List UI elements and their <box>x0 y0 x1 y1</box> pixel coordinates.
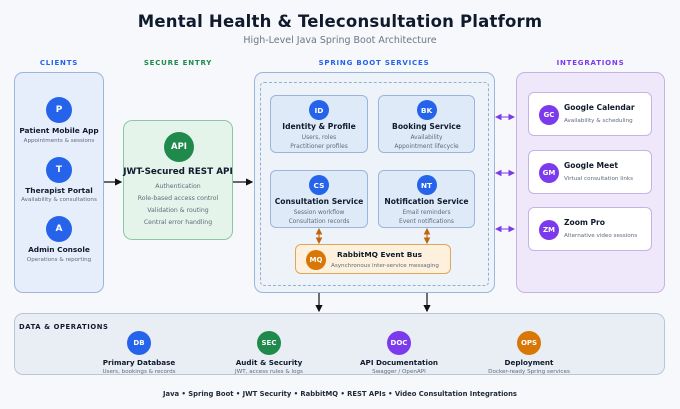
google-meet-subtitle: Virtual consultation links <box>564 176 634 182</box>
admin-console-title: Admin Console <box>28 245 90 254</box>
notification-service-icon: NT <box>416 175 437 195</box>
google-calendar-icon: GC <box>539 105 559 125</box>
api-documentation-title: API Documentation <box>359 358 438 367</box>
column-heading-secure-entry: SECURE ENTRY <box>143 59 213 67</box>
therapist-portal-title: Therapist Portal <box>25 186 93 195</box>
gateway-panel: API JWT-Secured REST API Authentication … <box>123 120 233 240</box>
gateway-line-errors: Central error handling <box>143 219 213 226</box>
event-bus-subtitle: Asynchronous inter-service messaging <box>331 263 439 269</box>
google-meet-title: Google Meet <box>564 161 618 170</box>
gateway-title: JWT-Secured REST API <box>123 167 233 177</box>
page-subtitle: High-Level Java Spring Boot Architecture <box>243 35 437 46</box>
audit-security-subtitle: JWT, access rules & logs <box>235 369 303 375</box>
admin-console-icon: A <box>46 216 72 242</box>
zoom-pro-card: ZM Zoom Pro Alternative video sessions <box>528 207 652 251</box>
therapist-portal-subtitle: Availability & consultations <box>21 197 97 203</box>
gateway-line-rbac: Role-based access control <box>137 195 219 202</box>
data-operations-panel: DATA & OPERATIONS DB Primary Database Us… <box>14 313 665 375</box>
page-title: Mental Health & Teleconsultation Platfor… <box>137 12 543 31</box>
deployment-title: Deployment <box>504 358 554 367</box>
admin-console-subtitle: Operations & reporting <box>26 257 92 263</box>
google-calendar-title: Google Calendar <box>564 103 635 112</box>
operations-icon: OPS <box>517 331 541 355</box>
api-gateway-icon: API <box>164 132 194 162</box>
zoom-pro-title: Zoom Pro <box>564 218 606 227</box>
consultation-service-card: CS Consultation Service Session workflow… <box>270 170 368 228</box>
patient-app-title: Patient Mobile App <box>19 126 99 135</box>
column-heading-services: SPRING BOOT SERVICES <box>318 59 430 67</box>
event-bus-icon: MQ <box>306 250 326 270</box>
consultation-service-line1: Session workflow <box>293 210 345 216</box>
therapist-portal-icon: T <box>46 157 72 183</box>
notification-service-line2: Event notifications <box>399 219 454 225</box>
patient-app-subtitle: Appointments & sessions <box>23 138 95 144</box>
identity-service-card: ID Identity & Profile Users, roles Pract… <box>270 95 368 153</box>
column-heading-integrations: INTEGRATIONS <box>556 59 625 67</box>
primary-database-subtitle: Users, bookings & records <box>102 369 176 375</box>
gateway-line-validation: Validation & routing <box>147 207 209 214</box>
api-documentation-subtitle: Swagger / OpenAPI <box>372 369 426 375</box>
google-meet-card: GM Google Meet Virtual consultation link… <box>528 150 652 194</box>
audit-security-title: Audit & Security <box>235 358 303 367</box>
google-meet-icon: GM <box>539 163 559 183</box>
data-operations-label: DATA & OPERATIONS <box>19 323 109 331</box>
primary-database-title: Primary Database <box>102 358 176 367</box>
notification-service-title: Notification Service <box>384 197 469 206</box>
identity-service-icon: ID <box>309 100 329 120</box>
booking-service-title: Booking Service <box>392 122 461 131</box>
google-calendar-card: GC Google Calendar Availability & schedu… <box>528 92 652 136</box>
deployment-subtitle: Docker-ready Spring services <box>488 369 570 375</box>
consultation-service-icon: CS <box>309 175 329 195</box>
notification-service-line1: Email reminders <box>402 210 451 216</box>
identity-service-line1: Users, roles <box>301 135 337 141</box>
booking-service-line1: Availability <box>410 135 443 141</box>
documentation-icon: DOC <box>387 331 411 355</box>
google-calendar-subtitle: Availability & scheduling <box>564 118 633 124</box>
booking-service-line2: Appointment lifecycle <box>394 144 459 150</box>
event-bus-title: RabbitMQ Event Bus <box>337 250 423 259</box>
column-heading-clients: CLIENTS <box>39 59 79 67</box>
database-icon: DB <box>127 331 151 355</box>
booking-service-card: BK Booking Service Availability Appointm… <box>378 95 475 153</box>
identity-service-title: Identity & Profile <box>282 122 356 131</box>
booking-service-icon: BK <box>416 100 437 120</box>
patient-app-icon: P <box>46 97 72 123</box>
event-bus-card: MQ RabbitMQ Event Bus Asynchronous inter… <box>295 244 451 274</box>
zoom-pro-subtitle: Alternative video sessions <box>564 233 638 239</box>
clients-panel: P Patient Mobile App Appointments & sess… <box>14 72 104 293</box>
technology-footer: Java • Spring Boot • JWT Security • Rabb… <box>163 390 517 398</box>
services-inner-boundary <box>260 82 489 286</box>
security-icon: SEC <box>257 331 281 355</box>
consultation-service-line2: Consultation records <box>288 219 350 225</box>
identity-service-line2: Practitioner profiles <box>290 144 348 150</box>
gateway-line-authentication: Authentication <box>155 183 201 190</box>
zoom-pro-icon: ZM <box>539 220 559 240</box>
notification-service-card: NT Notification Service Email reminders … <box>378 170 475 228</box>
consultation-service-title: Consultation Service <box>274 197 364 206</box>
